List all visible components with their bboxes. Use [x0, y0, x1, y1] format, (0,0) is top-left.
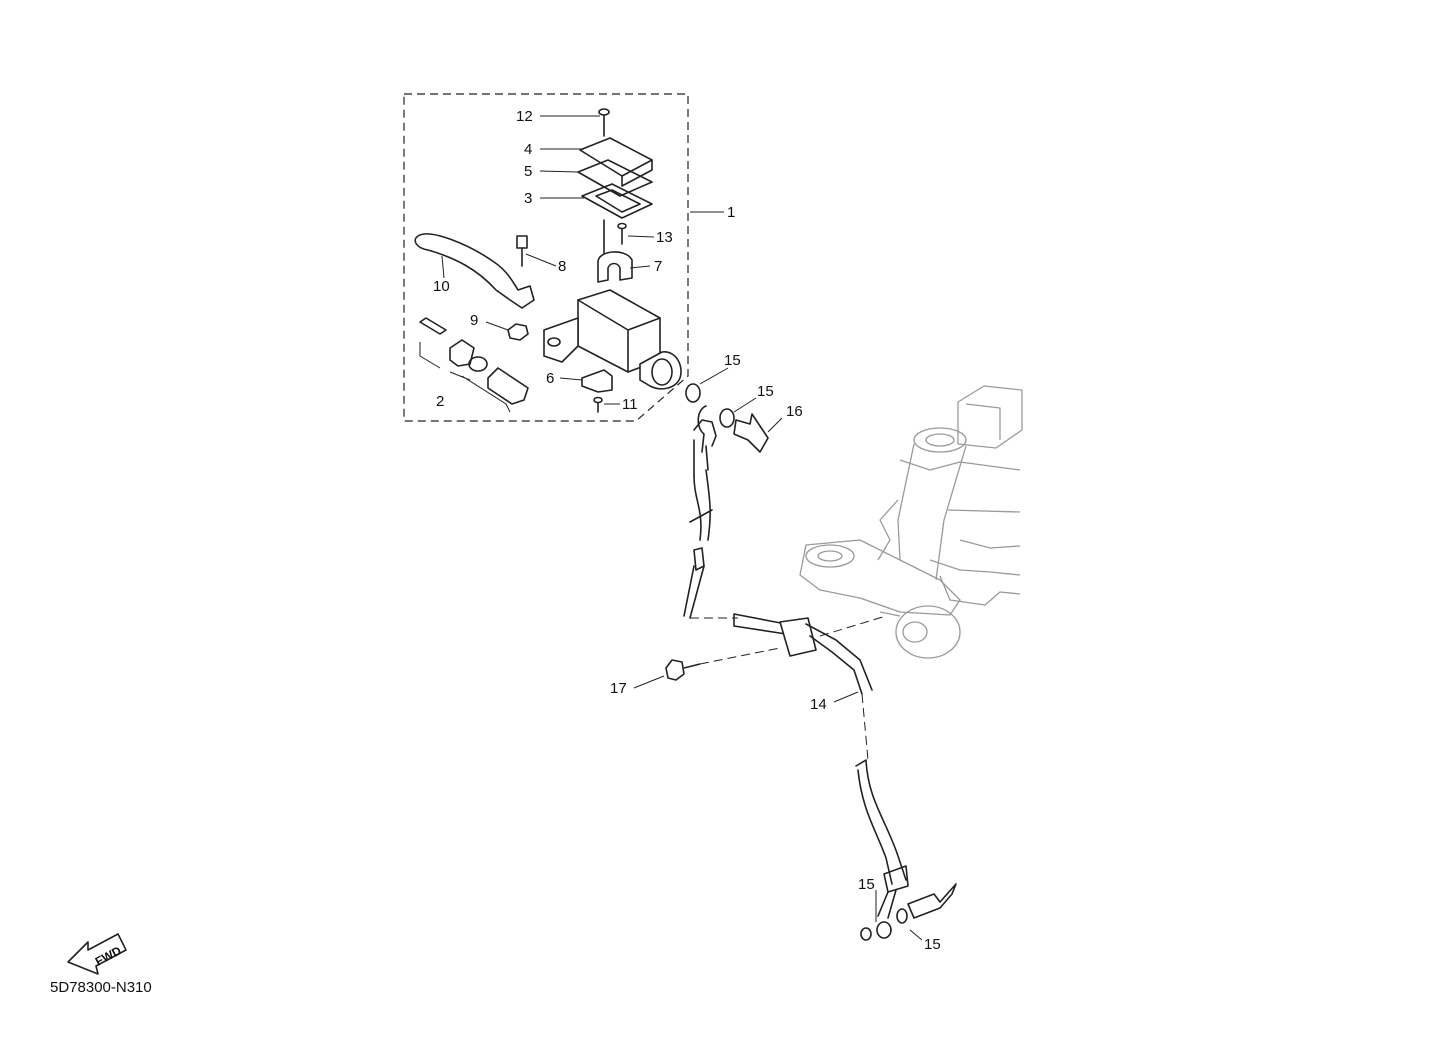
callout-15-c: 15 [858, 876, 875, 893]
frame-steering-head [799, 385, 1023, 659]
washer-15-upper-left [685, 383, 701, 403]
callout-10: 10 [433, 278, 450, 295]
callout-16: 16 [786, 403, 803, 420]
union-bolt-16 [733, 413, 769, 453]
callout-13: 13 [656, 229, 673, 246]
callout-11: 11 [622, 396, 638, 413]
callout-7: 7 [654, 258, 662, 275]
switch-6 [581, 369, 613, 393]
reservoir-cap-4 [579, 137, 653, 187]
callout-15-d: 15 [924, 936, 941, 953]
callout-14: 14 [810, 696, 827, 713]
brake-hose-14 [683, 405, 957, 941]
callout-8: 8 [558, 258, 566, 275]
callout-17: 17 [610, 680, 627, 697]
callout-15-a: 15 [724, 352, 741, 369]
callout-1: 1 [727, 204, 735, 221]
master-cylinder-body [543, 289, 682, 390]
callout-4: 4 [524, 141, 532, 158]
leader-lines [441, 115, 923, 941]
cap-plate-5 [577, 159, 653, 197]
guide-line-lower [819, 615, 887, 637]
screw-11 [593, 396, 603, 413]
diaphragm-3 [581, 183, 653, 219]
bolt-17 [665, 659, 701, 681]
callout-12: 12 [516, 108, 533, 125]
bolt-17-line [699, 647, 781, 665]
callout-5: 5 [524, 163, 532, 180]
nut-9 [507, 323, 529, 341]
fwd-arrow-icon: FWD [67, 933, 127, 975]
callout-6: 6 [546, 370, 554, 387]
callout-3: 3 [524, 190, 532, 207]
piston-kit-2 [419, 317, 529, 413]
callout-labels: 12 4 5 3 1 13 8 7 10 9 6 2 11 15 15 16 1… [433, 108, 941, 953]
screw-12 [598, 108, 610, 137]
screw-13 [617, 222, 627, 245]
callout-15-b: 15 [757, 383, 774, 400]
diagram-code: 5D78300-N310 [50, 979, 152, 996]
callout-2: 2 [436, 393, 444, 410]
callout-9: 9 [470, 312, 478, 329]
pivot-bolt-8 [516, 235, 528, 267]
assembly-group-box [403, 93, 689, 422]
clamp-7 [597, 251, 633, 283]
washer-15-upper-right [719, 408, 735, 428]
brake-lever-10 [414, 233, 535, 309]
